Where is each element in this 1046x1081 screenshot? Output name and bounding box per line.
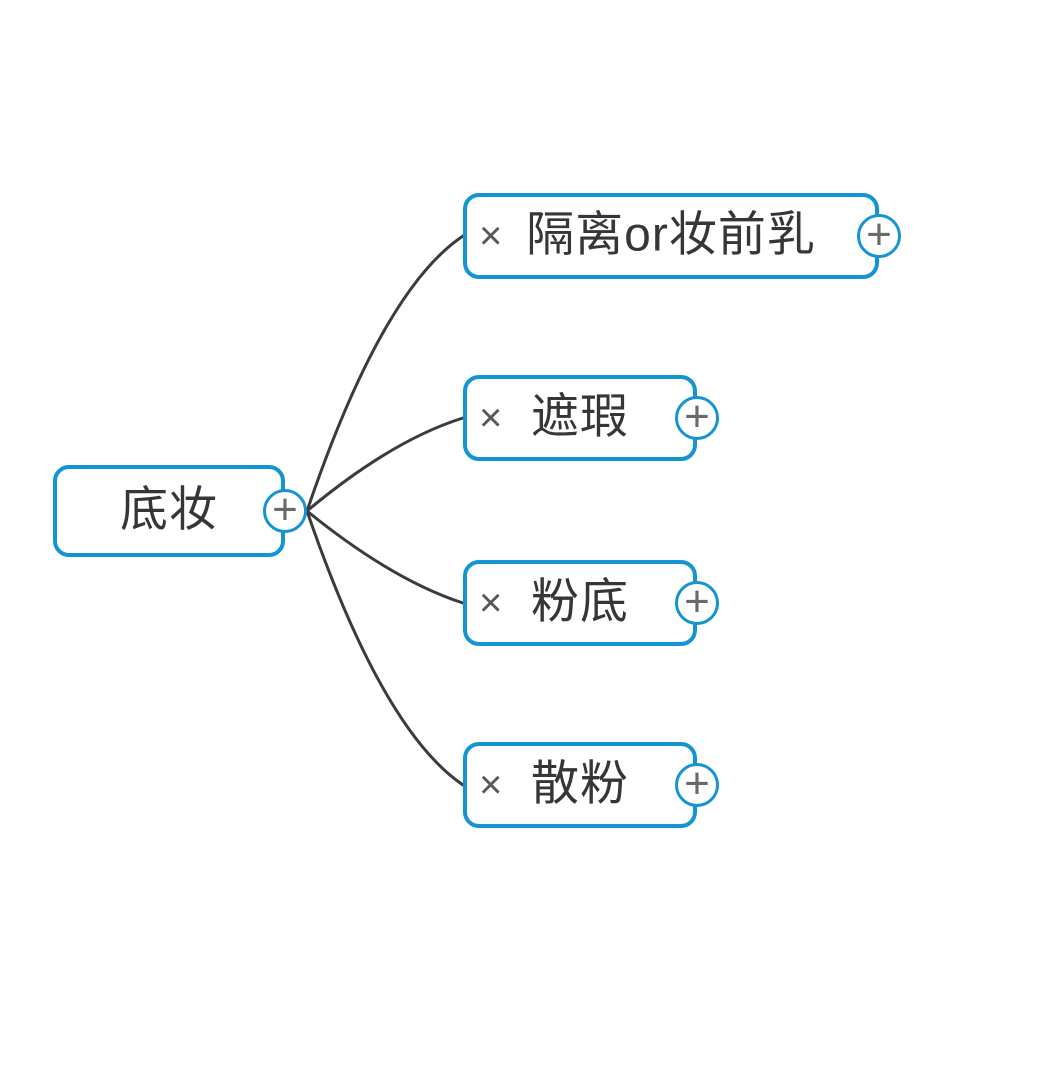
add-child-button[interactable]: + — [263, 484, 307, 534]
mindmap-node-root[interactable]: 底妆 + — [53, 465, 307, 557]
add-child-button[interactable]: + — [857, 209, 901, 259]
add-child-button[interactable]: + — [675, 576, 719, 626]
mindmap-node-child-4[interactable]: × 散粉 + — [463, 742, 719, 828]
delete-node-icon[interactable]: × — [479, 581, 503, 625]
connector-line — [305, 416, 465, 513]
plus-icon: + — [684, 758, 710, 808]
mindmap-node-child-1[interactable]: × 隔离or妆前乳 + — [463, 193, 901, 279]
node-label: 散粉 — [530, 757, 629, 811]
delete-node-icon[interactable]: × — [479, 396, 503, 440]
mindmap-node-child-3[interactable]: × 粉底 + — [463, 560, 719, 646]
add-child-button[interactable]: + — [675, 758, 719, 808]
connector-line — [305, 509, 465, 605]
node-label: 隔离or妆前乳 — [526, 208, 816, 262]
plus-icon: + — [684, 576, 710, 626]
node-label: 粉底 — [530, 575, 629, 629]
plus-icon: + — [866, 209, 892, 259]
mindmap-node-child-2[interactable]: × 遮瑕 + — [463, 375, 719, 461]
add-child-button[interactable]: + — [675, 391, 719, 441]
delete-node-icon[interactable]: × — [479, 214, 503, 258]
node-label: 遮瑕 — [530, 390, 629, 444]
delete-node-icon[interactable]: × — [479, 763, 503, 807]
connector-line — [305, 509, 465, 787]
connector-line — [305, 234, 465, 513]
plus-icon: + — [684, 391, 710, 441]
node-label: 底妆 — [119, 483, 218, 537]
plus-icon: + — [272, 484, 298, 534]
